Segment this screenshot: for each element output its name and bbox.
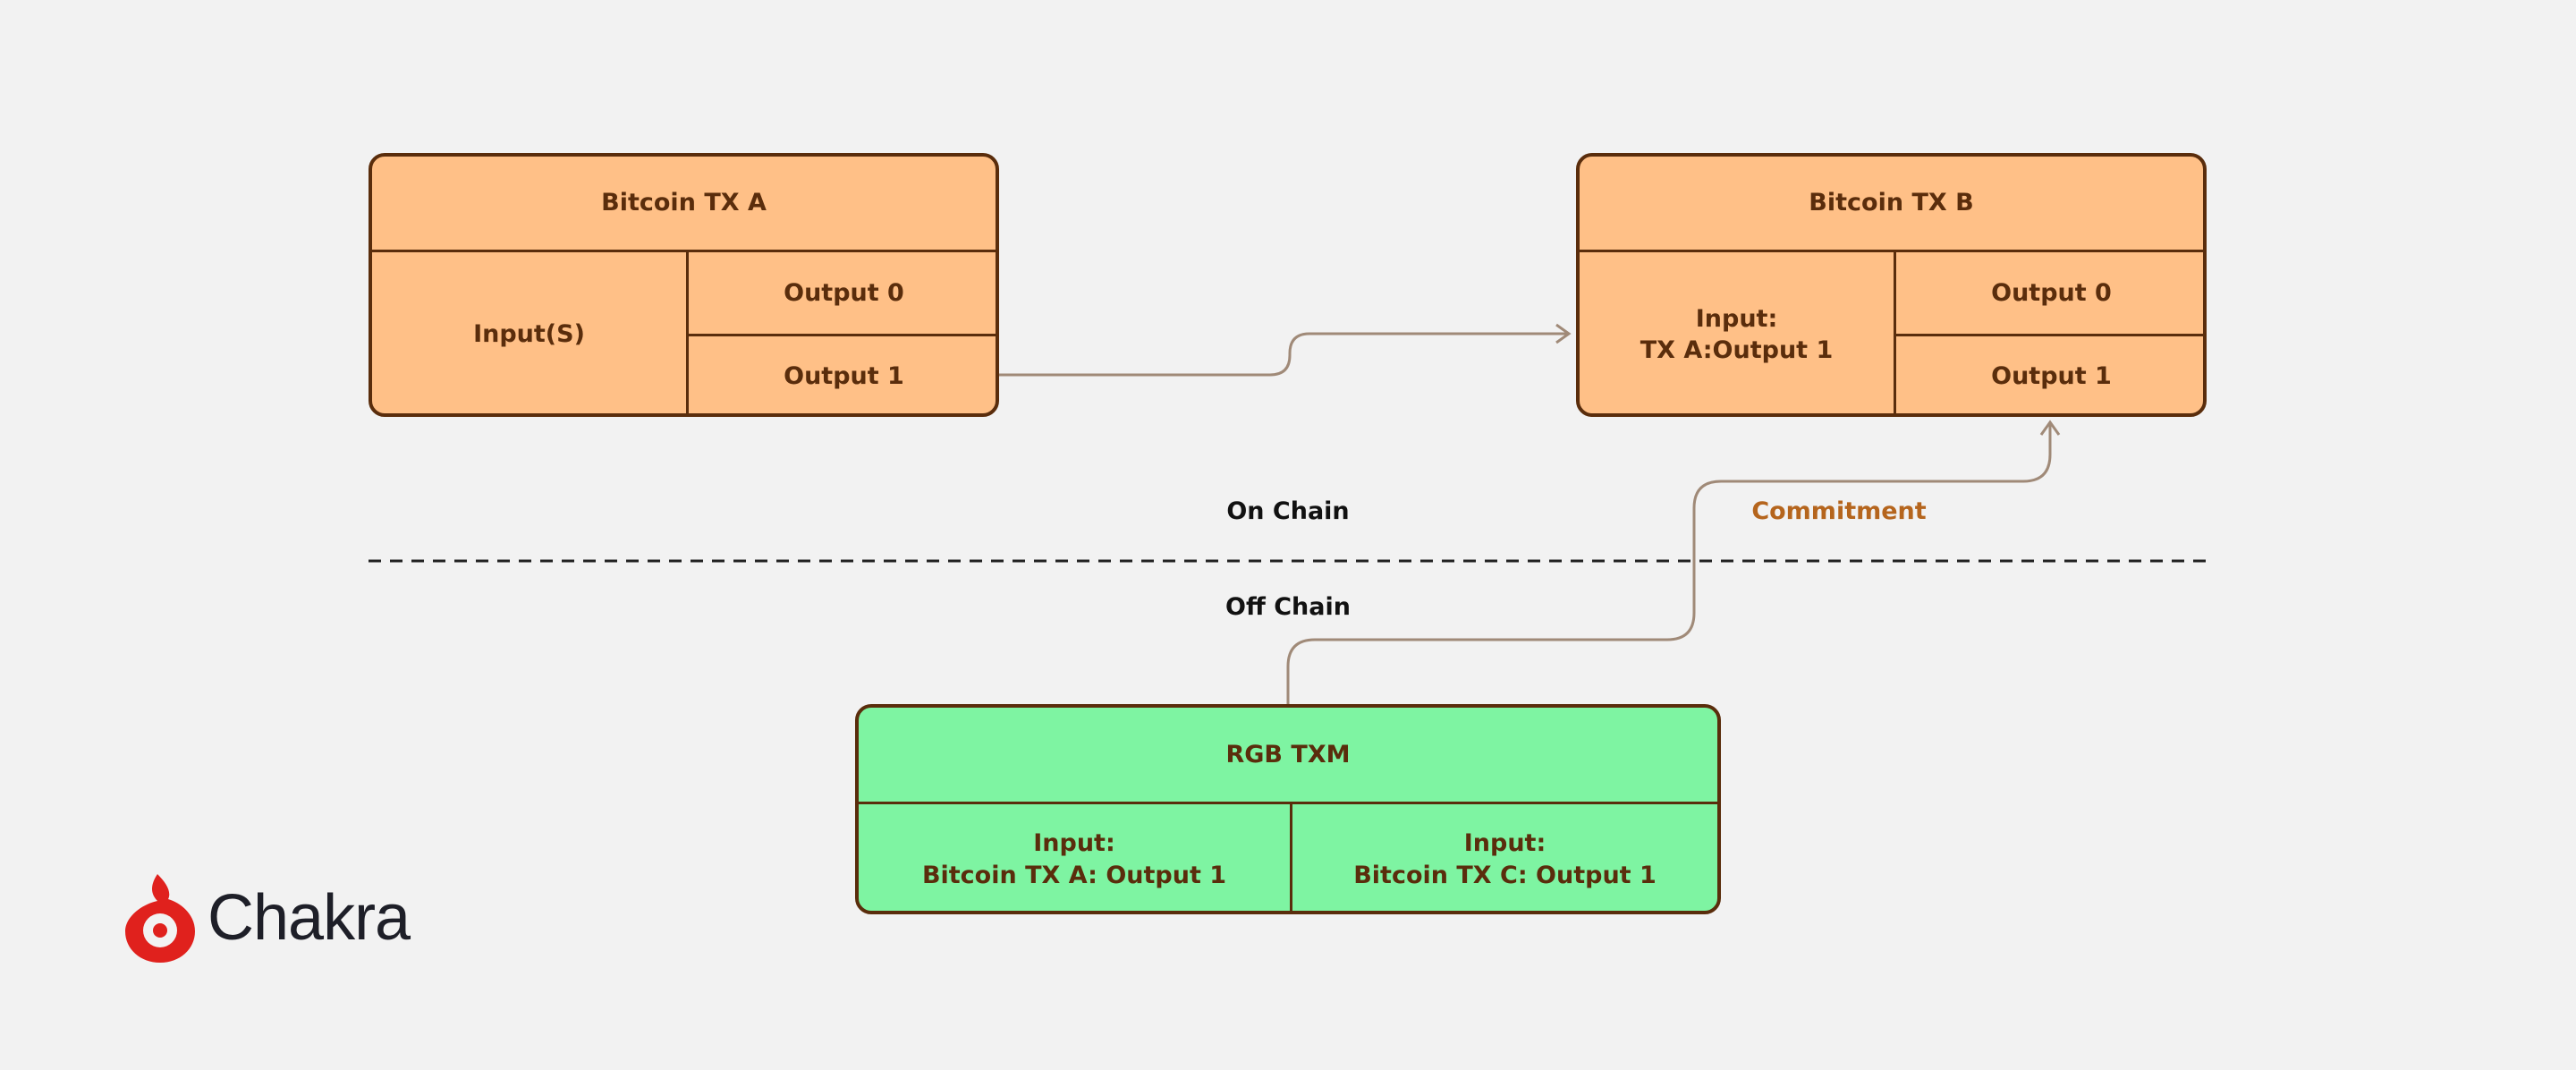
arrowhead-commitment: [2039, 420, 2061, 436]
chakra-brand: Chakra: [123, 872, 411, 964]
tx-b-output-1: Output 1: [1894, 334, 2203, 413]
rgb-input-c: Input: Bitcoin TX C: Output 1: [1290, 802, 1717, 911]
tx-b-input-label: Input:: [1695, 304, 1778, 333]
rgb-input-c-label: Input:: [1463, 829, 1546, 858]
chakra-flame-icon: [125, 874, 195, 963]
arrowhead-txb: [1555, 323, 1572, 344]
tx-b-input: Input: TX A:Output 1: [1580, 250, 1894, 413]
tx-a-title: Bitcoin TX A: [601, 189, 767, 217]
rgb-txm-box: RGB TXM Input: Bitcoin TX A: Output 1 In…: [855, 704, 1721, 914]
on-chain-label: On Chain: [1226, 497, 1350, 525]
rgb-input-a: Input: Bitcoin TX A: Output 1: [859, 802, 1290, 911]
tx-b-input-source: TX A:Output 1: [1640, 336, 1834, 364]
brand-name: Chakra: [208, 882, 411, 954]
tx-b-title: Bitcoin TX B: [1809, 189, 1974, 217]
connector-txa-to-txb: [998, 332, 1567, 377]
tx-a-input: Input(S): [372, 250, 686, 413]
off-chain-label: Off Chain: [1225, 593, 1351, 621]
rgb-input-a-source: Bitcoin TX A: Output 1: [921, 861, 1227, 889]
rgb-input-c-source: Bitcoin TX C: Output 1: [1353, 861, 1657, 889]
bitcoin-tx-b-box: Bitcoin TX B Input: TX A:Output 1 Output…: [1576, 153, 2207, 417]
bitcoin-tx-a-box: Bitcoin TX A Input(S) Output 0 Output 1: [369, 153, 999, 417]
tx-b-output-0: Output 0: [1894, 250, 2203, 334]
connector-rgb-to-txb: [1286, 424, 2052, 706]
rgb-input-a-label: Input:: [1033, 829, 1115, 858]
tx-a-output-1: Output 1: [686, 334, 996, 413]
tx-a-output-0: Output 0: [686, 250, 996, 334]
commitment-label: Commitment: [1751, 497, 1927, 525]
rgb-title: RGB TXM: [1225, 740, 1351, 769]
